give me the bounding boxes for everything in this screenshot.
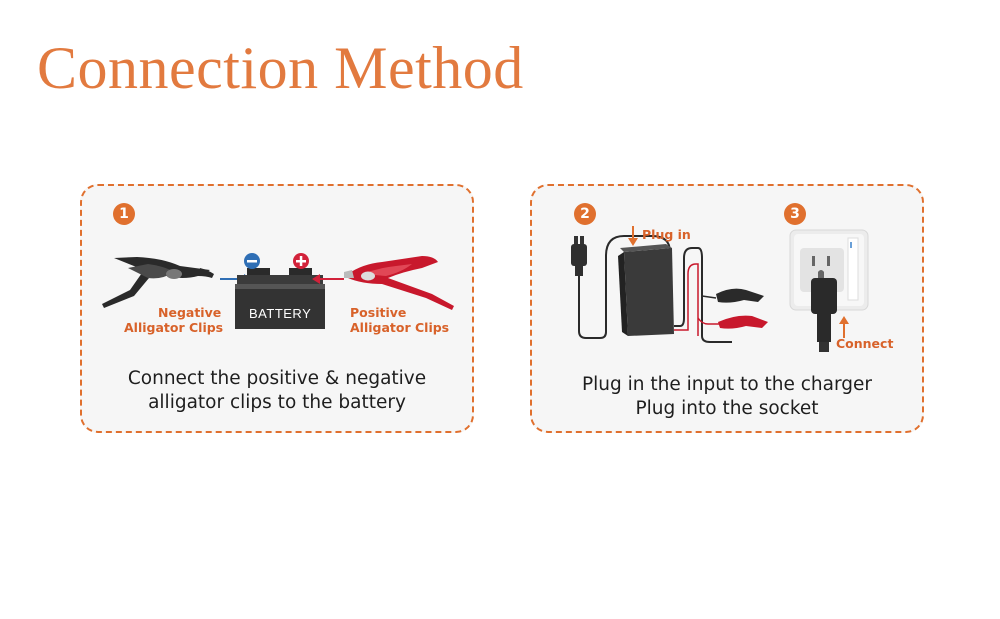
plug-in-label: Plug in	[642, 227, 691, 242]
connect-label: Connect	[836, 336, 894, 351]
step-1-panel: 1	[80, 184, 474, 433]
clips-icon	[716, 288, 768, 329]
power-plug-icon	[571, 236, 587, 276]
wall-socket-icon	[789, 229, 869, 352]
positive-clip-icon	[344, 256, 454, 310]
step-1-caption-line2: alligator clips to the battery	[148, 392, 406, 413]
step-1-caption-line1: Connect the positive & negative	[127, 368, 427, 389]
positive-label-line2: Alligator Clips	[350, 320, 450, 335]
battery-icon	[235, 268, 325, 329]
positive-label-line1: Positive	[350, 305, 407, 320]
charger-socket-illustration	[571, 226, 869, 352]
step-2-3-caption-line1: Plug in the input to the charger	[581, 374, 873, 395]
step-2-badge: 2	[574, 203, 596, 225]
negative-label-line2: Alligator Clips	[124, 320, 224, 335]
step-1-badge: 1	[113, 203, 135, 225]
minus-terminal-icon	[244, 253, 260, 269]
step-2-3-panel: 2 3	[530, 184, 924, 433]
battery-label: BATTERY	[249, 306, 312, 321]
negative-clip-icon	[102, 257, 214, 308]
charger-icon	[618, 244, 674, 336]
step-2-3-caption-line2: Plug into the socket	[635, 398, 819, 419]
step-3-badge: 3	[784, 203, 806, 225]
battery-connection-illustration	[102, 253, 454, 329]
plus-terminal-icon	[293, 253, 309, 269]
page-title: Connection Method	[37, 35, 524, 101]
negative-label-line1: Negative	[158, 305, 222, 320]
